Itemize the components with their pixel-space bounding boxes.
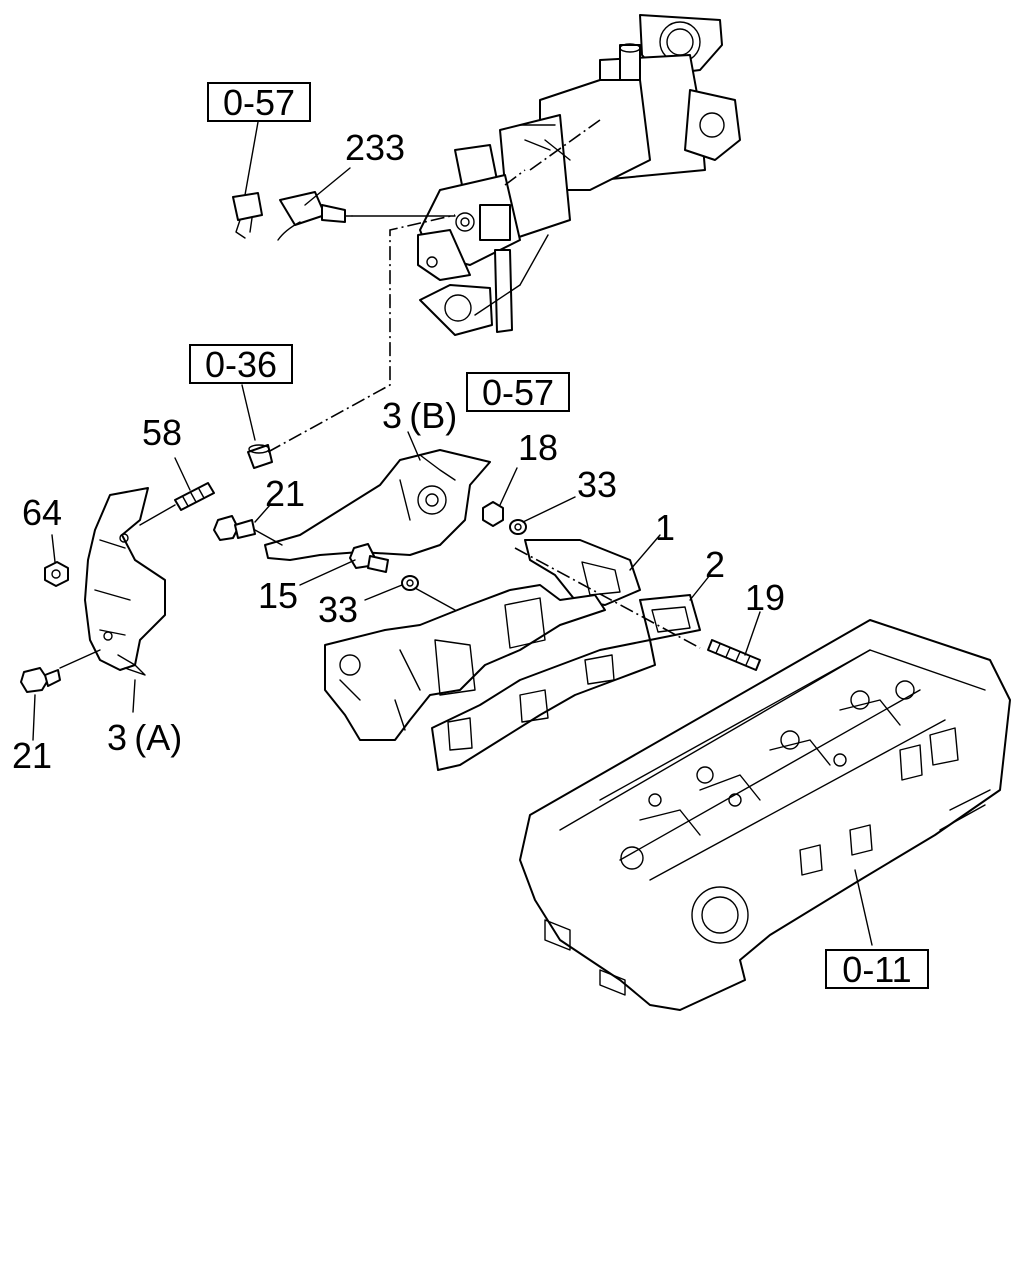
stud-19 <box>707 639 761 671</box>
gasket-1 <box>524 539 641 606</box>
ref-label: 0-57 <box>482 372 554 413</box>
callout-19: 19 <box>745 577 785 618</box>
ref-box-egr[interactable]: 0-57 <box>466 372 570 413</box>
stud-58 <box>174 482 215 511</box>
ref-label: 0-11 <box>842 949 911 990</box>
gasket-2 <box>639 594 701 641</box>
ref-label: 0-57 <box>223 82 295 123</box>
callout-2: 2 <box>705 544 725 585</box>
connector-clip <box>232 192 263 239</box>
ref-label: 0-36 <box>205 344 277 385</box>
bolt-21-upper <box>213 515 256 541</box>
leader-lines <box>32 121 873 946</box>
ref-box-head[interactable]: 0-11 <box>825 949 929 990</box>
callout-58: 58 <box>142 412 182 453</box>
callout-15: 15 <box>258 575 298 616</box>
heat-shield-b <box>264 449 491 561</box>
bolt-15 <box>349 543 389 573</box>
washer-33-top <box>509 519 527 535</box>
exhaust-manifold <box>324 584 606 741</box>
heat-shield-a <box>84 487 166 676</box>
washer-33-mid <box>401 575 419 591</box>
callout-18: 18 <box>518 427 558 468</box>
callout-3b: 3 (B) <box>382 395 457 436</box>
cylinder-head <box>519 619 1011 1011</box>
nut-64 <box>44 561 69 587</box>
callout-33-middle: 33 <box>318 589 358 630</box>
ref-box-top[interactable]: 0-57 <box>207 82 311 123</box>
nut-18 <box>482 501 504 527</box>
ref-box-middle[interactable]: 0-36 <box>189 344 293 385</box>
egr-sensor <box>277 191 353 241</box>
egr-cooler-assembly <box>417 14 741 336</box>
callout-233: 233 <box>345 127 405 168</box>
callout-21-lower: 21 <box>12 735 52 776</box>
bushing-0-36 <box>247 444 273 469</box>
dashed-alignment-lines <box>267 119 701 649</box>
callout-1: 1 <box>655 507 675 548</box>
bolt-21-lower <box>20 667 61 693</box>
callout-64: 64 <box>22 492 62 533</box>
callout-3a: 3 (A) <box>107 717 182 758</box>
callout-33-upper: 33 <box>577 464 617 505</box>
callout-21-upper: 21 <box>265 473 305 514</box>
manifold-gasket <box>431 639 656 771</box>
